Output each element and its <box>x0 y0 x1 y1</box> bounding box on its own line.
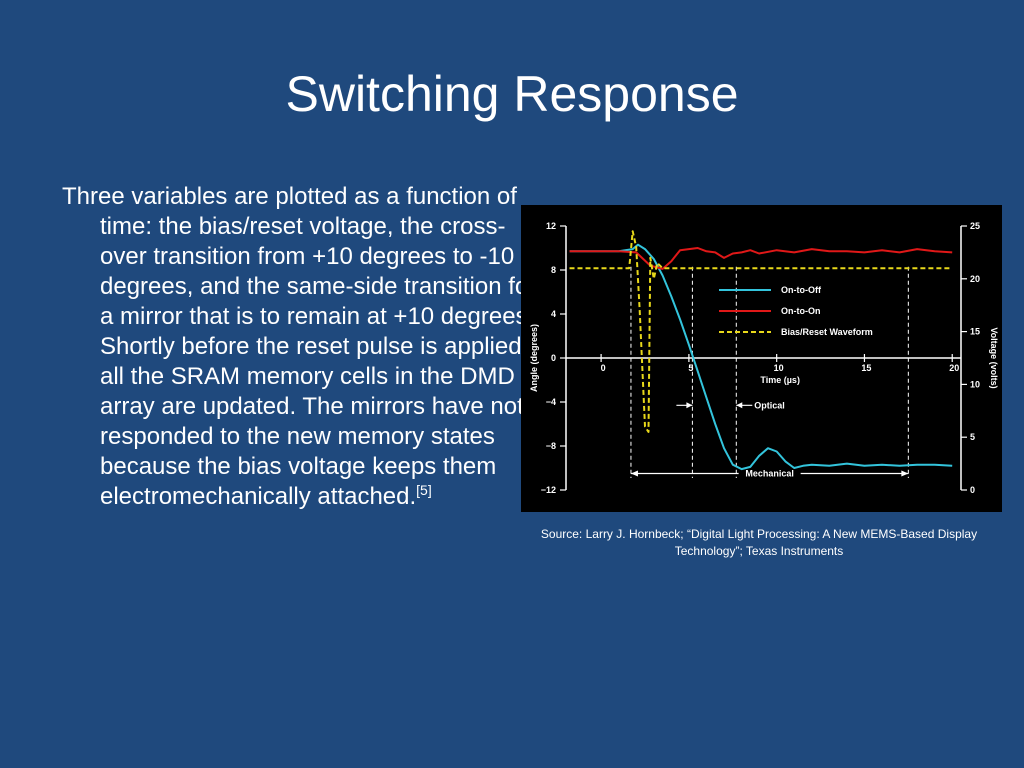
y-left-tick-label: −12 <box>541 485 556 495</box>
annotation-arrowhead <box>630 470 638 477</box>
series-line-1 <box>569 247 953 270</box>
y-axis-right-label: Voltage (volts) <box>989 327 999 388</box>
x-tick-label: 5 <box>688 363 693 373</box>
x-tick-label: 20 <box>949 363 959 373</box>
y-left-tick-label: −4 <box>546 397 556 407</box>
y-left-tick-label: 12 <box>546 221 556 231</box>
y-left-tick-label: 8 <box>551 265 556 275</box>
figure-caption: Source: Larry J. Hornbeck; “Digital Ligh… <box>540 527 978 558</box>
y-left-tick-label: 0 <box>551 353 556 363</box>
y-left-tick-label: −8 <box>546 441 556 451</box>
legend-label-0: On-to-Off <box>781 285 822 295</box>
x-axis-label: Time (µs) <box>760 375 800 385</box>
annotation-arrowhead <box>736 402 743 409</box>
legend-label-2: Bias/Reset Waveform <box>781 327 873 337</box>
annotation-arrowhead <box>901 470 909 477</box>
series-line-0 <box>569 243 953 471</box>
y-axis-left-label: Angle (degrees) <box>529 324 539 392</box>
y-right-tick-label: 5 <box>970 432 975 442</box>
y-right-tick-label: 25 <box>970 221 980 231</box>
y-right-tick-label: 10 <box>970 379 980 389</box>
annotation-label-1: Mechanical <box>745 469 794 479</box>
y-right-tick-label: 15 <box>970 327 980 337</box>
slide-title: Switching Response <box>285 66 739 122</box>
x-tick-label: 0 <box>601 363 606 373</box>
y-right-tick-label: 0 <box>970 485 975 495</box>
y-left-tick-label: 4 <box>551 309 556 319</box>
slide-body-text: Three variables are plotted as a functio… <box>62 182 540 512</box>
x-tick-label: 15 <box>861 363 871 373</box>
annotation-label-0: Optical <box>754 400 785 410</box>
citation-reference[interactable]: [5] <box>416 482 432 498</box>
series-line-2 <box>569 230 953 433</box>
y-right-tick-label: 20 <box>970 274 980 284</box>
annotation-arrowhead <box>686 402 693 409</box>
body-paragraph: Three variables are plotted as a functio… <box>62 183 537 510</box>
legend-label-1: On-to-On <box>781 306 821 316</box>
x-tick-label: 10 <box>774 363 784 373</box>
